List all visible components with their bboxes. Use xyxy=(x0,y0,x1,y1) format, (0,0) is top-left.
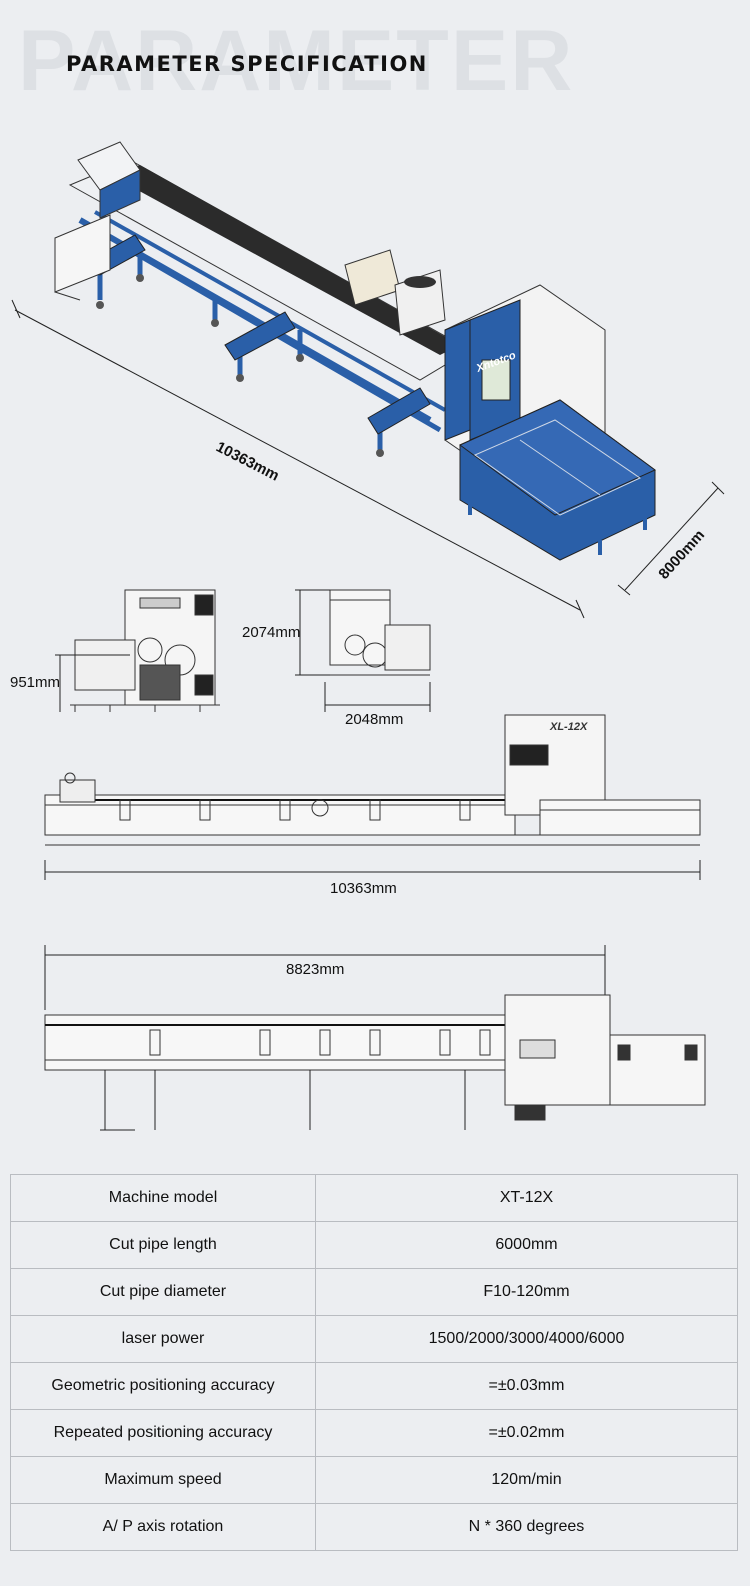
spec-value: =±0.02mm xyxy=(315,1409,738,1457)
isometric-view: Xntotco 10363mm 8000mm xyxy=(11,141,725,619)
front-view xyxy=(295,589,431,712)
dim-front-width: 2048mm xyxy=(345,711,403,728)
spec-value: 6000mm xyxy=(315,1221,738,1269)
table-row: Cut pipe length 6000mm xyxy=(10,1221,738,1269)
spec-value: N * 360 degrees xyxy=(315,1503,738,1551)
dim-front-height: 2074mm xyxy=(242,624,300,641)
table-row: Repeated positioning accuracy =±0.02mm xyxy=(10,1409,738,1457)
dim-top-length: 8823mm xyxy=(286,961,344,978)
dim-side-length: 10363mm xyxy=(330,880,397,897)
machine-label: XL-12X xyxy=(549,721,588,733)
dim-side-height: 951mm xyxy=(10,674,60,691)
dim-iso-width: 8000mm xyxy=(655,527,708,583)
spec-value: XT-12X xyxy=(315,1174,738,1222)
page-title: PARAMETER SPECIFICATION xyxy=(66,52,428,76)
table-row: Cut pipe diameter F10-120mm xyxy=(10,1268,738,1316)
end-view-left xyxy=(55,589,220,712)
spec-label: A/ P axis rotation xyxy=(10,1503,316,1551)
table-row: A/ P axis rotation N * 360 degrees xyxy=(10,1503,738,1551)
spec-label: Geometric positioning accuracy xyxy=(10,1362,316,1410)
table-row: Maximum speed 120m/min xyxy=(10,1456,738,1504)
background-word: PARAMETER xyxy=(18,13,575,109)
table-row: Geometric positioning accuracy =±0.03mm xyxy=(10,1362,738,1410)
top-view xyxy=(44,945,706,1131)
spec-value: =±0.03mm xyxy=(315,1362,738,1410)
table-row: laser power 1500/2000/3000/4000/6000 xyxy=(10,1315,738,1363)
spec-label: laser power xyxy=(10,1315,316,1363)
spec-label: Cut pipe length xyxy=(10,1221,316,1269)
spec-label: Cut pipe diameter xyxy=(10,1268,316,1316)
spec-label: Machine model xyxy=(10,1174,316,1222)
spec-label: Repeated positioning accuracy xyxy=(10,1409,316,1457)
spec-value: 120m/min xyxy=(315,1456,738,1504)
table-row: Machine model XT-12X xyxy=(10,1174,738,1222)
spec-table: Machine model XT-12X Cut pipe length 600… xyxy=(10,1174,738,1551)
machine-drawings: Xntotco 10363mm 8000mm xyxy=(10,141,725,1131)
spec-label: Maximum speed xyxy=(10,1456,316,1504)
spec-value: F10-120mm xyxy=(315,1268,738,1316)
spec-value: 1500/2000/3000/4000/6000 xyxy=(315,1315,738,1363)
dim-iso-length: 10363mm xyxy=(213,438,282,484)
side-elevation: XL-12X xyxy=(44,714,701,880)
